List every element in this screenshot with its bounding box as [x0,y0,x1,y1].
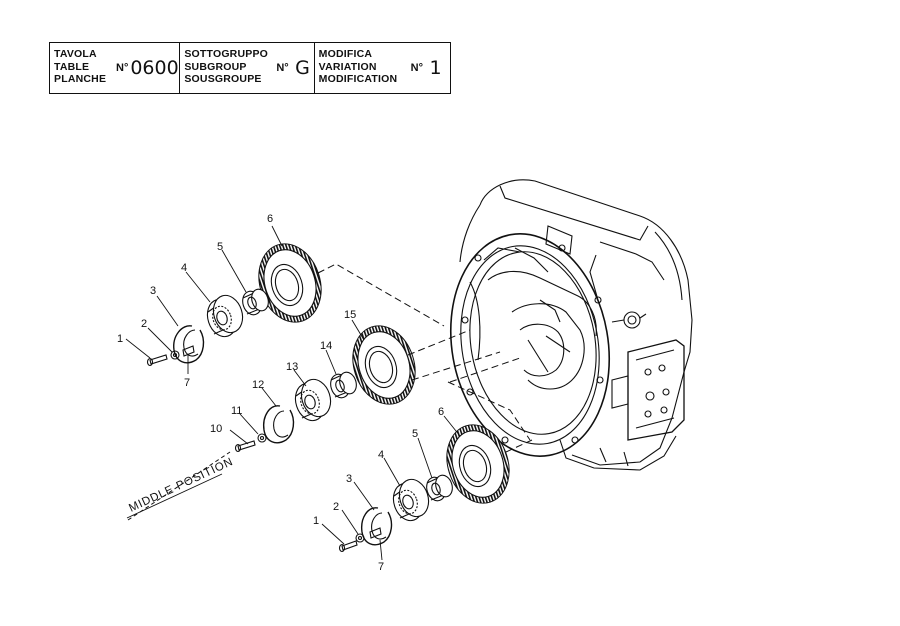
subgroup-label-fr: SOUSGROUPE [184,73,262,86]
callout-mid-12: 12 [252,379,264,391]
leader-lines [125,225,461,561]
middle-position-underline [126,473,223,519]
bottom-bearing-part-4 [392,478,430,522]
bottom-bolt-part-1 [338,540,358,553]
callout-mid-10: 10 [210,423,222,435]
callout-mid-13: 13 [286,361,298,373]
middle-gear-set [234,325,416,453]
middle-bushing-part-14 [330,371,357,399]
modification-label-en: VARIATION [318,60,377,73]
title-block: TAVOLA TABLE PLANCHE N°0600 SOTTOGRUPPO … [49,42,451,94]
callout-bot-5: 5 [412,428,418,440]
modification-number-prefix: N° [410,62,424,74]
callout-top-2: 2 [141,318,147,330]
assembly-dashed-lines [127,263,533,521]
table-number: 0600 [130,57,179,79]
table-label-en: TABLE [54,60,90,73]
bottom-gear-set [338,424,510,553]
top-snap-ring-part-3 [173,325,205,364]
callout-bot-3: 3 [346,473,352,485]
top-bolt-part-1 [146,354,168,367]
middle-position-label: MIDDLE POSITION [127,456,235,515]
middle-washer-part-11 [257,433,267,443]
callout-bot-4: 4 [378,449,384,461]
callout-bot-1: 1 [313,515,319,527]
callout-top-5: 5 [217,241,223,253]
top-bushing-part-5 [242,288,269,316]
table-label-fr: PLANCHE [54,73,107,86]
subgroup-label-en: SUBGROUP [184,60,247,73]
table-number-prefix: N° [116,62,129,74]
top-gear-set [146,243,322,367]
callout-bot-7: 7 [378,561,384,573]
callout-mid-11: 11 [231,405,242,417]
callout-top-3: 3 [150,285,156,297]
top-gear-part-6 [258,243,322,323]
bottom-bushing-part-5 [426,474,453,502]
table-label-it: TAVOLA [54,48,97,60]
top-plate-part-7 [182,345,195,357]
bottom-plate-part-7 [369,527,382,539]
callout-top-7: 7 [184,377,190,389]
modification-label-it: MODIFICA [318,48,373,60]
middle-snap-ring-part-12 [263,405,295,444]
callout-top-1: 1 [117,333,123,345]
middle-bolt-part-10 [234,440,256,453]
modification-label-fr: MODIFICATION [318,73,398,86]
subgroup-number-prefix: N° [276,62,289,74]
callout-bot-6: 6 [438,406,444,418]
bottom-gear-part-6 [446,424,510,504]
callout-mid-15: 15 [344,309,356,321]
table-cell: TAVOLA TABLE PLANCHE N°0600 [50,43,179,93]
subgroup-label-it: SOTTOGRUPPO [184,48,269,60]
modification-number: 1 [429,57,442,79]
top-washer-part-2 [170,350,180,360]
callout-mid-14: 14 [320,340,332,352]
callout-labels: 1 2 3 4 5 6 7 10 11 12 13 14 15 1 2 3 4 … [117,213,444,573]
modification-cell: MODIFICA VARIATION MODIFICATION N° 1 [313,43,450,93]
bottom-washer-part-2 [355,533,365,543]
callout-top-6: 6 [267,213,273,225]
middle-bearing-part-13 [294,378,332,422]
top-bearing-part-4 [206,294,244,338]
callout-top-4: 4 [181,262,187,274]
bottom-snap-ring-part-3 [361,507,393,546]
subgroup-cell: SOTTOGRUPPO SUBGROUP SOUSGROUPE N° G [179,43,313,93]
middle-gear-part-15 [352,325,416,405]
subgroup-number: G [295,57,310,79]
transmission-housing [449,179,693,471]
callout-bot-2: 2 [333,501,339,513]
